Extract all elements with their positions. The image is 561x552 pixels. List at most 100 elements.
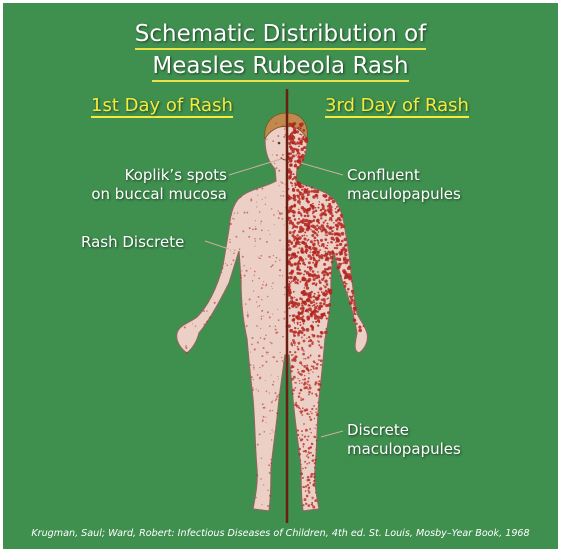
rash-spot [273, 431, 274, 432]
rash-spot [244, 212, 246, 214]
rash-spot [301, 259, 304, 262]
rash-spot [313, 480, 315, 482]
rash-spot [325, 199, 327, 201]
rash-spot [316, 395, 318, 397]
rash-spot [281, 125, 283, 127]
rash-spot [295, 306, 297, 308]
rash-spot [270, 433, 271, 434]
rash-spot [344, 252, 346, 254]
rash-spot [293, 319, 295, 321]
rash-spot [294, 160, 296, 162]
rash-spot [331, 261, 334, 264]
rash-spot [288, 294, 291, 297]
rash-spot [241, 270, 242, 271]
rash-spot [315, 284, 317, 286]
rash-spot [326, 225, 329, 228]
rash-spot [279, 260, 280, 261]
rash-spot [301, 365, 303, 367]
discrete-maculopapules-label: Discrete maculopapules [347, 421, 461, 459]
rash-spot [270, 459, 272, 461]
rash-spot [310, 452, 312, 454]
rash-spot [330, 197, 333, 200]
rash-spot [312, 262, 314, 264]
rash-spot [272, 400, 273, 401]
rash-spot [282, 154, 284, 156]
rash-spot [294, 322, 296, 324]
rash-spot [298, 185, 301, 188]
rash-spot [347, 288, 350, 291]
rash-spot [282, 275, 283, 276]
rash-spot [261, 316, 263, 318]
rash-spot [275, 326, 277, 328]
rash-spot [272, 410, 273, 411]
rash-spot [283, 195, 285, 197]
rash-spot [278, 394, 280, 396]
rash-spot [318, 321, 320, 323]
rash-spot [185, 347, 187, 349]
rash-spot [284, 286, 286, 288]
rash-spot [324, 194, 327, 197]
rash-spot [320, 217, 322, 219]
rash-spot [315, 492, 317, 494]
rash-spot [255, 240, 256, 241]
rash-spot [323, 274, 326, 277]
rash-spot [259, 238, 261, 240]
rash-spot [294, 297, 296, 299]
rash-spot [275, 392, 277, 394]
rash-spot [355, 313, 357, 315]
rash-spot [305, 185, 307, 187]
rash-spot [326, 283, 329, 286]
rash-spot [273, 381, 274, 382]
rash-spot [318, 281, 320, 283]
rash-spot [263, 484, 264, 485]
rash-spot [246, 325, 248, 327]
rash-spot [310, 411, 311, 412]
rash-spot [319, 305, 322, 308]
rash-spot [289, 276, 293, 280]
rash-spot [272, 264, 274, 266]
rash-spot [293, 334, 294, 335]
rash-spot [248, 236, 250, 238]
rash-spot [275, 431, 276, 432]
rash-spot [296, 130, 299, 133]
rash-spot [289, 145, 292, 148]
rash-spot [316, 274, 318, 276]
rash-spot [308, 391, 311, 394]
rash-spot [225, 263, 226, 264]
rash-spot [304, 382, 307, 385]
rash-spot [297, 346, 299, 348]
rash-spot [252, 280, 253, 281]
rash-spot [317, 207, 319, 209]
rash-spot [280, 195, 282, 197]
rash-spot [317, 324, 319, 326]
rash-spot [277, 135, 279, 137]
rash-spot [282, 360, 284, 362]
rash-spot [327, 223, 329, 225]
rash-spot [324, 301, 326, 303]
body-figure [3, 3, 558, 549]
rash-spot [325, 234, 326, 235]
rash-spot [317, 197, 319, 199]
rash-spot [314, 462, 316, 464]
citation: Krugman, Saul; Ward, Robert: Infectious … [3, 528, 558, 539]
rash-spot [306, 338, 307, 339]
rash-spot [312, 203, 314, 205]
rash-spot [266, 354, 267, 355]
rash-spot [279, 185, 280, 186]
rash-spot [292, 252, 295, 255]
rash-spot [313, 215, 314, 216]
rash-spot [326, 234, 328, 236]
rash-spot [255, 220, 256, 221]
rash-spot [313, 301, 315, 303]
rash-spot [257, 306, 258, 307]
rash-spot [308, 487, 310, 489]
rash-spot [324, 238, 327, 241]
rash-spot [316, 413, 319, 416]
rash-spot [312, 365, 314, 367]
rash-spot [308, 373, 310, 375]
rash-spot [333, 222, 335, 224]
rash-spot [292, 214, 295, 217]
rash-spot [305, 358, 307, 360]
rash-spot [314, 383, 316, 385]
rash-spot [302, 379, 304, 381]
